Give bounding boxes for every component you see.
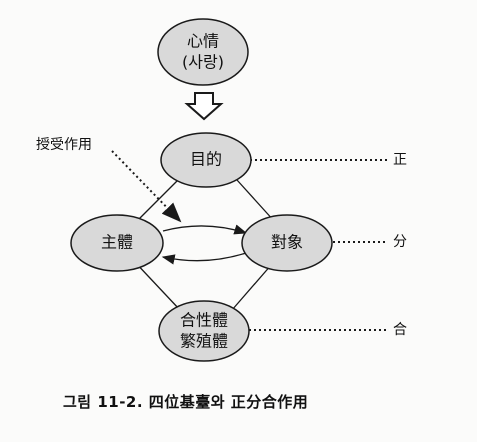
arrow-object-to-subject (161, 252, 247, 265)
node-heart-line2: (사랑) (182, 53, 224, 72)
division-label: 分 (393, 234, 407, 250)
node-heart-line1: 心情 (187, 32, 219, 51)
thesis-label: 正 (393, 152, 407, 168)
give-receive-label: 授受作用 (36, 137, 92, 153)
node-subject: 主體 (70, 214, 164, 272)
node-union-line2: 繁殖體 (180, 332, 228, 351)
edge-subject-union (132, 259, 181, 311)
figure-caption: 그림 11-2. 四位基臺와 正分合作用 (63, 393, 309, 411)
give-receive-pointer (111, 150, 182, 223)
node-union: 合性體 繁殖體 (158, 300, 250, 362)
node-heart: 心情 (사랑) (157, 18, 249, 86)
node-union-line1: 合性體 (180, 311, 228, 330)
node-purpose: 目的 (160, 132, 252, 188)
node-object: 對象 (241, 214, 333, 272)
node-subject-label: 主體 (101, 233, 133, 252)
node-purpose-label: 目的 (190, 150, 222, 169)
arrow-subject-to-object (162, 224, 248, 235)
synthesis-label: 合 (393, 322, 407, 338)
node-object-label: 對象 (271, 233, 303, 252)
down-arrow (184, 92, 224, 121)
edge-object-union (231, 263, 273, 311)
edge-purpose-object (236, 179, 276, 223)
